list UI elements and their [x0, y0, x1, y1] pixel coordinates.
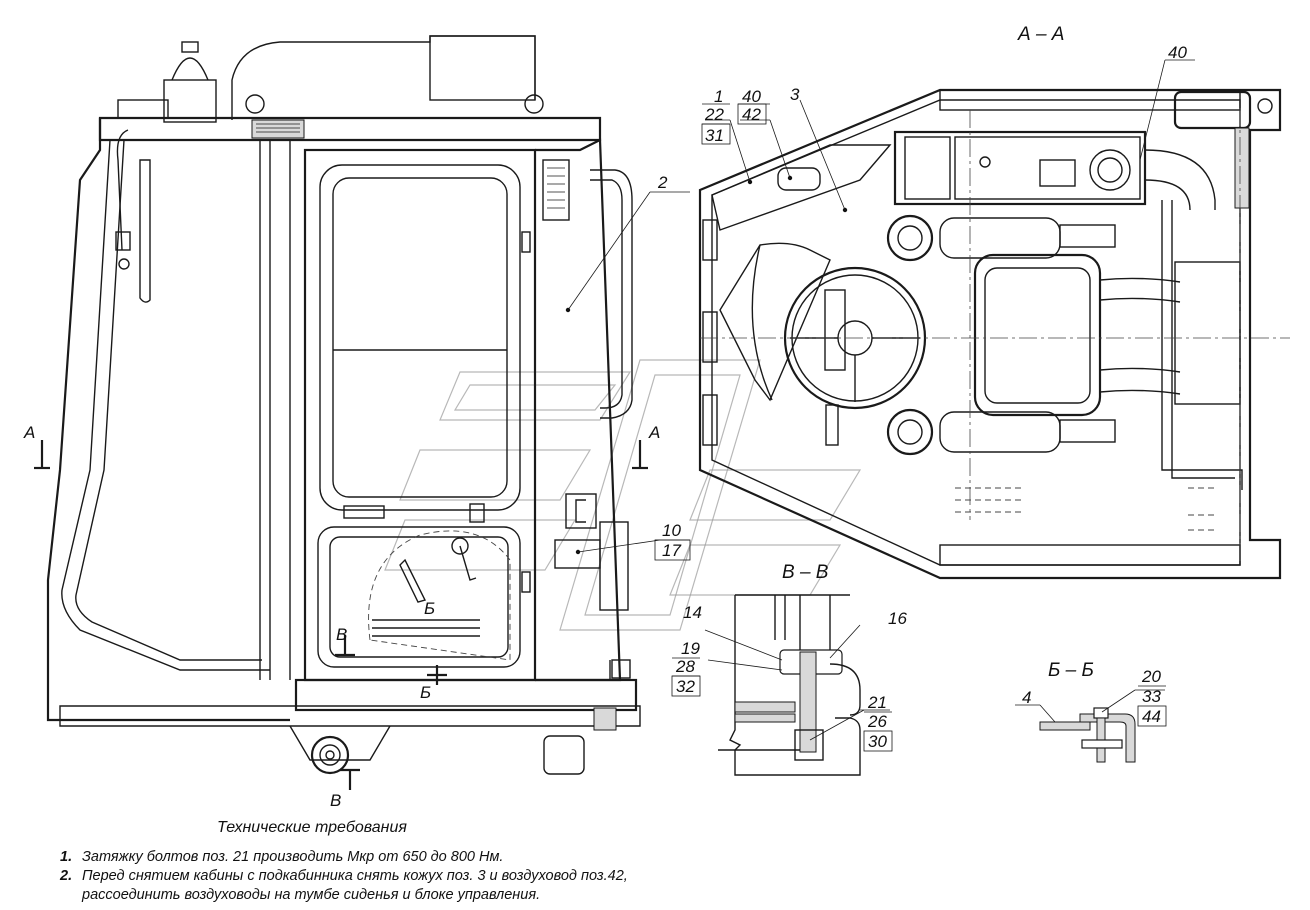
- requirement-item: 2.Перед снятием кабины с подкабинника сн…: [60, 868, 628, 884]
- section-aa-title: А – А: [1017, 24, 1064, 45]
- callout-4: 4: [1022, 688, 1031, 707]
- callout-21: 21: [867, 693, 887, 712]
- section-bb-title: Б – Б: [1048, 660, 1094, 681]
- callout-20: 20: [1141, 667, 1161, 686]
- callout-2: 2: [657, 173, 668, 192]
- callout-3: 3: [790, 85, 800, 104]
- cabin-side-view: [34, 35, 690, 790]
- callout-22: 22: [704, 105, 724, 124]
- callout-boxes: [654, 103, 1167, 752]
- requirement-text: Перед снятием кабины с подкабинника снят…: [82, 868, 628, 884]
- callout-42: 42: [742, 105, 761, 124]
- requirement-text: рассоединить воздуховоды на тумбе сидень…: [82, 887, 541, 903]
- section-bb-view: [1015, 689, 1165, 763]
- callout-19: 19: [681, 639, 700, 658]
- callout-26: 26: [867, 712, 887, 731]
- callout-17: 17: [662, 541, 681, 560]
- requirement-text: Затяжку болтов поз. 21 производить Мкр о…: [82, 849, 504, 865]
- callout-44: 44: [1142, 707, 1161, 726]
- marker-v-left: В: [336, 625, 347, 644]
- marker-v-bottom: В: [330, 791, 341, 810]
- callout-16: 16: [888, 609, 907, 628]
- marker-b-mid: Б: [424, 599, 435, 618]
- requirement-item: рассоединить воздуховоды на тумбе сидень…: [60, 886, 540, 905]
- callout-14: 14: [683, 603, 702, 622]
- requirement-item: 1.Затяжку болтов поз. 21 производить Мкр…: [60, 849, 504, 865]
- section-vv-title: В – В: [782, 562, 829, 583]
- callout-1: 1: [714, 87, 723, 106]
- callout-32: 32: [676, 677, 695, 696]
- marker-a-right: А: [648, 423, 660, 442]
- marker-b-bottom: Б: [420, 683, 431, 702]
- requirements-title: Технические требования: [217, 819, 407, 836]
- callout-28: 28: [675, 657, 695, 676]
- callout-40-left: 40: [742, 87, 761, 106]
- callout-10: 10: [662, 521, 681, 540]
- callout-31: 31: [705, 126, 724, 145]
- callout-30: 30: [868, 732, 887, 751]
- callout-40-right: 40: [1168, 43, 1187, 62]
- section-aa-view: [698, 59, 1290, 580]
- callout-33: 33: [1142, 687, 1161, 706]
- section-vv-view: [704, 594, 890, 776]
- marker-a-left: А: [23, 423, 35, 442]
- labels: А – А В – В Б – Б А А В В Б Б 1 22 31 40…: [23, 24, 1187, 810]
